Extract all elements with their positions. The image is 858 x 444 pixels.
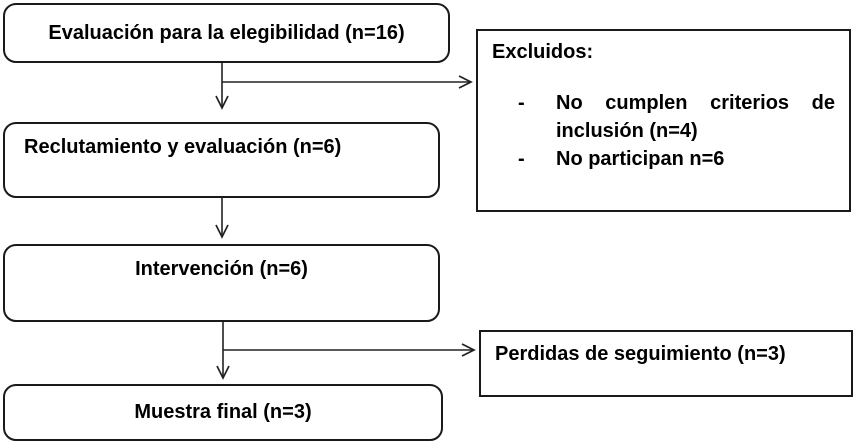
node-recruitment: Reclutamiento y evaluación (n=6): [3, 122, 440, 198]
excluded-item: - No participan n=6: [492, 145, 835, 173]
node-recruitment-label: Reclutamiento y evaluación (n=6): [24, 136, 342, 158]
excluded-item-label: No participan n=6: [556, 148, 725, 170]
node-excluded: Excluidos: - No cumplen criterios de inc…: [476, 29, 851, 212]
excluded-title: Excluidos:: [492, 41, 594, 63]
excluded-item: - No cumplen criterios de inclusión (n=4…: [492, 89, 835, 145]
bullet-dash: -: [518, 148, 525, 170]
node-lost-followup-label: Perdidas de seguimiento (n=3): [495, 343, 786, 365]
node-final-sample: Muestra final (n=3): [3, 384, 443, 441]
node-lost-followup: Perdidas de seguimiento (n=3): [479, 330, 853, 397]
node-final-sample-label: Muestra final (n=3): [134, 401, 312, 423]
node-intervention: Intervención (n=6): [3, 244, 440, 322]
node-intervention-label: Intervención (n=6): [135, 258, 308, 280]
excluded-list: - No cumplen criterios de inclusión (n=4…: [492, 89, 835, 173]
node-eligibility: Evaluación para la elegibilidad (n=16): [3, 3, 450, 63]
excluded-item-label: No cumplen criterios de inclusión (n=4): [556, 92, 835, 142]
bullet-dash: -: [518, 92, 525, 114]
node-eligibility-label: Evaluación para la elegibilidad (n=16): [48, 21, 405, 44]
